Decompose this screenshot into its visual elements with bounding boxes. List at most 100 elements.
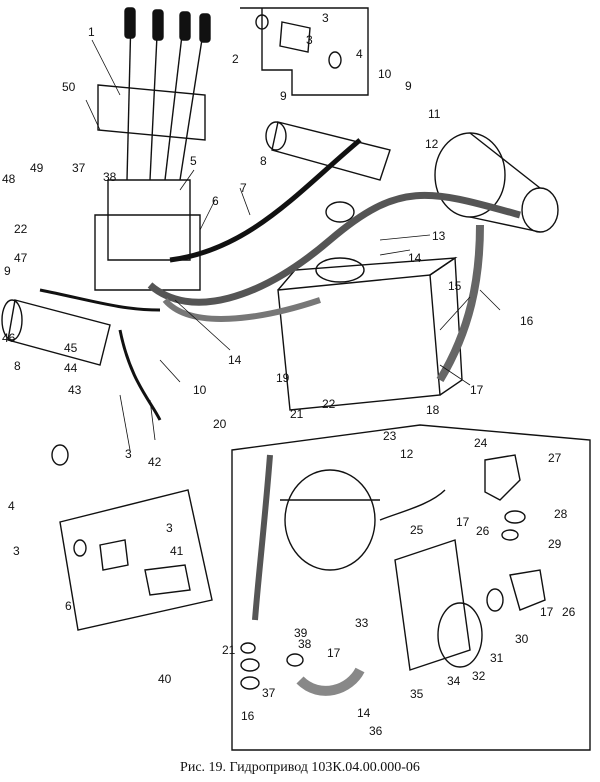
hose-lower [118, 329, 162, 421]
callout-28: 28 [554, 507, 568, 521]
lever-1 [126, 14, 132, 181]
callout-42: 42 [148, 455, 162, 469]
callout-44: 44 [64, 361, 78, 375]
seal-31 [486, 588, 504, 612]
pump-flange-top [521, 187, 559, 233]
callout-47: 47 [14, 251, 28, 265]
callout-49: 49 [30, 161, 44, 175]
lever-knob-3 [179, 11, 191, 41]
callout-23: 23 [383, 429, 397, 443]
lever-knob-4 [199, 13, 211, 43]
callout-19: 19 [276, 371, 290, 385]
bolt-4-top [328, 51, 342, 69]
callout-6b: 6 [65, 599, 72, 613]
callout-9b: 9 [405, 79, 412, 93]
callout-16b: 16 [241, 709, 255, 723]
nut-38-lower [286, 653, 304, 667]
hose-upper [169, 138, 362, 263]
callout-26b: 26 [562, 605, 576, 619]
callout-21b: 21 [222, 643, 236, 657]
callout-25: 25 [410, 523, 424, 537]
inset-box-top [240, 7, 369, 96]
suction-hose-lower [296, 667, 365, 696]
lever-knob-1 [124, 7, 136, 39]
lever-4 [179, 19, 206, 181]
pump-housing [394, 539, 471, 671]
cylinder-upper [271, 121, 391, 181]
callout-3a: 3 [322, 11, 329, 25]
tank-cutaway-body [284, 469, 376, 571]
callout-7a: 7 [240, 181, 247, 195]
callout-36: 36 [369, 724, 383, 738]
drain-hose [252, 454, 273, 621]
union-6 [99, 539, 129, 571]
callout-33: 33 [355, 616, 369, 630]
callout-17b: 17 [456, 515, 470, 529]
nut-40a [240, 658, 260, 672]
callout-27: 27 [548, 451, 562, 465]
callout-41: 41 [170, 544, 184, 558]
washer-29 [501, 529, 519, 541]
oil-tank [277, 274, 441, 411]
callout-16a: 16 [520, 314, 534, 328]
callout-37a: 37 [72, 161, 86, 175]
hose-left-cylinder [39, 288, 161, 312]
lever-knob-2 [152, 9, 164, 41]
callout-39: 39 [294, 626, 308, 640]
distributor-block [107, 179, 191, 261]
distributor-base [94, 214, 201, 291]
washer-3-left [73, 539, 87, 557]
callout-18: 18 [426, 403, 440, 417]
callout-22a: 22 [14, 222, 28, 236]
callout-12a: 12 [425, 137, 439, 151]
callout-17c: 17 [540, 605, 554, 619]
oil-tank-side [429, 256, 463, 396]
callout-12b: 12 [400, 447, 414, 461]
pump-face [437, 602, 483, 668]
lever-2 [149, 14, 159, 181]
lever-3 [164, 17, 185, 181]
pump-assembly-frame [231, 424, 591, 751]
callout-48: 48 [2, 172, 16, 186]
callout-43: 43 [68, 383, 82, 397]
callout-10b: 10 [193, 383, 207, 397]
callout-22b: 22 [322, 397, 336, 411]
washer-3-top [255, 14, 269, 30]
callout-14b: 14 [228, 353, 242, 367]
filter-housing [315, 257, 365, 283]
callout-45: 45 [64, 341, 78, 355]
callout-3b: 3 [306, 33, 313, 47]
union-2 [279, 21, 311, 53]
callout-38a: 38 [103, 170, 117, 184]
callout-9c: 9 [4, 264, 11, 278]
callout-3e: 3 [166, 521, 173, 535]
callout-8a: 8 [260, 154, 267, 168]
hose-suction [436, 224, 484, 383]
cylinder-left-end [1, 299, 23, 341]
callout-29: 29 [548, 537, 562, 551]
callout-37b: 37 [262, 686, 276, 700]
pump-outline-top [469, 132, 541, 233]
fitting-41 [144, 564, 191, 596]
callout-15: 15 [448, 279, 462, 293]
callout-35: 35 [410, 687, 424, 701]
callout-3d: 3 [13, 544, 20, 558]
callout-20: 20 [213, 417, 227, 431]
bolt-4-left [51, 444, 69, 466]
figure-caption: Рис. 19. Гидропривод 103К.04.00.000-06 [180, 760, 420, 775]
callout-10a: 10 [378, 67, 392, 81]
washer-21-lower [240, 642, 256, 654]
pressure-line [379, 489, 446, 521]
flange-30 [509, 569, 546, 611]
callout-13: 13 [432, 229, 446, 243]
callout-5: 5 [190, 154, 197, 168]
callout-4a: 4 [356, 47, 363, 61]
callout-14a: 14 [408, 251, 422, 265]
callout-31: 31 [490, 651, 504, 665]
hose-return [162, 297, 321, 322]
filter-cap [325, 201, 355, 223]
callout-1: 1 [88, 25, 95, 39]
elbow-fitting [484, 454, 521, 501]
